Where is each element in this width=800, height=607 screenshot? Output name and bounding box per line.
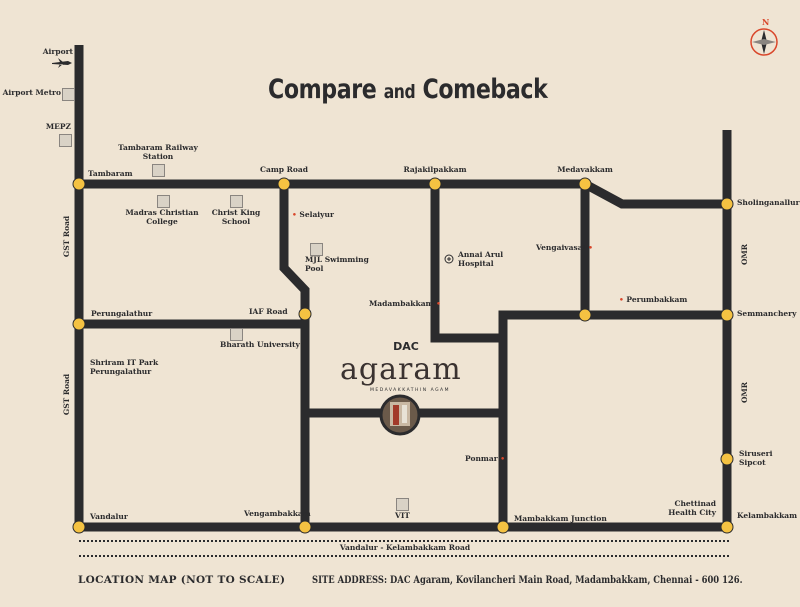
rajakilpakkam-road [430, 184, 503, 343]
label-ponmar: Ponmar [465, 454, 498, 463]
label-vandalur-kelambakkam-road: Vandalur - Kelambakkam Road [336, 543, 474, 553]
label-annai-arul-hospital: Annai Arul Hospital [458, 250, 504, 268]
label-perungalathur: Perungalathur [91, 309, 153, 318]
junction-dot [720, 452, 734, 466]
hospital-icon [444, 254, 454, 264]
junction-dot [428, 177, 442, 191]
label-christ-king-school: Christ King School [211, 208, 261, 226]
camp-road [279, 184, 310, 531]
label-gst-road: GST Road [62, 215, 72, 258]
label-camp-road: Camp Road [260, 165, 308, 174]
label-shriram-it-park: Shriram IT Park Perungalathur [90, 358, 159, 376]
junction-dot [277, 177, 291, 191]
label-semmanchery: Semmanchery [737, 309, 797, 318]
label-mepz: MEPZ [45, 122, 71, 131]
project-logo: DAC agaram MEDAVAKKATHIN AGAM [340, 340, 462, 393]
junction-dot [720, 308, 734, 322]
junction-dot [72, 520, 86, 534]
label-chettinad-health-city: Chettinad Health City [668, 499, 716, 517]
label-siruseri-sipcot: Siruseri Sipcot [739, 449, 773, 467]
semmanchery-road [498, 310, 731, 531]
label-vengambakkam: Vengambakkam [244, 509, 311, 518]
label-perumbakkam: Perumbakkam [626, 295, 688, 304]
label-tambaram-station: Tambaram Railway Station [118, 143, 198, 161]
page-title: Compare and Comeback [268, 74, 548, 105]
metro-icon [62, 88, 75, 101]
station-icon [152, 164, 165, 177]
label-mambakkam-junction: Mambakkam Junction [514, 514, 607, 523]
junction-dot [578, 177, 592, 191]
label-vengaivasal: Vengaivasal [536, 243, 586, 252]
label-airport: Airport [42, 47, 73, 56]
sholinganallur-road [582, 180, 731, 209]
label-sholinganallur: Sholinganallur [737, 198, 800, 207]
pool-icon [310, 243, 323, 256]
junction-dot [72, 177, 86, 191]
junction-dot [578, 308, 592, 322]
junction-dot [720, 197, 734, 211]
airplane-icon [52, 58, 72, 68]
junction-dot [496, 520, 510, 534]
label-vandalur: Vandalur [90, 512, 128, 521]
compass-icon [750, 28, 778, 56]
label-rajakilpakkam: Rajakilpakkam [403, 165, 467, 174]
junction-dot [720, 520, 734, 534]
label-bharath-university: Bharath University [220, 340, 300, 349]
label-medavakkam: Medavakkam [557, 165, 613, 174]
university-icon [230, 328, 243, 341]
college-icon [157, 195, 170, 208]
label-airport-metro: Airport Metro [2, 88, 61, 97]
footer-location-map: LOCATION MAP (NOT TO SCALE) [78, 574, 286, 586]
building-icon [59, 134, 72, 147]
compass-label: N [762, 17, 770, 27]
label-gst-road: GST Road [62, 373, 72, 416]
junction-dot [72, 317, 86, 331]
label-selaiyur: Selaiyur [299, 210, 334, 219]
label-madras-christian-college: Madras Christian College [125, 208, 199, 226]
footer-site-address: SITE ADDRESS: DAC Agaram, Kovilancheri M… [312, 574, 743, 586]
junction-dot [298, 307, 312, 321]
label-madambakkam: Madambakkam [369, 299, 434, 308]
site-image [379, 394, 421, 436]
junction-dot [298, 520, 312, 534]
label-iaf-road: IAF Road [249, 307, 288, 316]
label-kelambakkam: Kelambakkam [737, 511, 798, 520]
label-mjl-swimming-pool: MJL Swimming Pool [305, 255, 369, 273]
label-omr: OMR [740, 381, 750, 404]
label-omr: OMR [740, 243, 750, 266]
school-icon [230, 195, 243, 208]
vit-icon [396, 498, 409, 511]
label-vit: VIT [395, 511, 410, 520]
label-tambaram: Tambaram [88, 169, 133, 178]
